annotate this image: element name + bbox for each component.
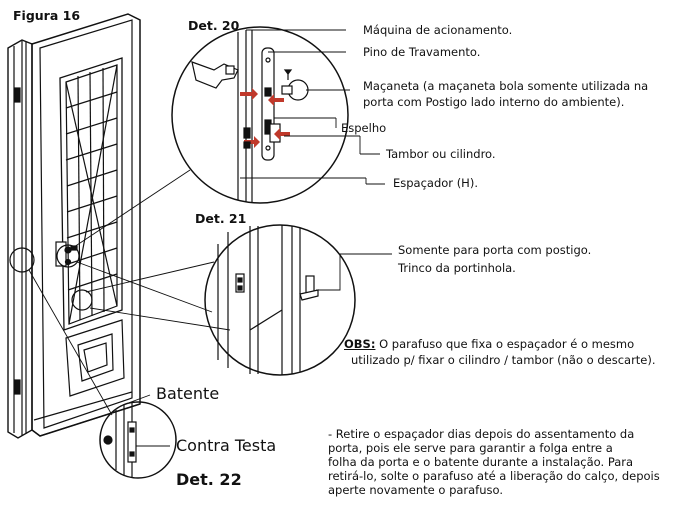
figure-title: Figura 16 xyxy=(13,8,81,23)
callout-circle-det20 xyxy=(56,244,80,268)
callout-postigo-line1: Somente para porta com postigo. xyxy=(398,243,592,257)
callout-tambor: Tambor ou cilindro. xyxy=(386,147,496,161)
obs-note-line1: OBS: O parafuso que fixa o espaçador é o… xyxy=(344,337,634,352)
callout-circle-det21 xyxy=(71,289,93,311)
note-line-3: folha da porta e o batente durante a ins… xyxy=(328,455,634,469)
callout-macaneta-line2: porta com Postigo lado interno do ambien… xyxy=(363,95,625,109)
callout-circle-frame xyxy=(9,247,35,273)
label-contra-testa: Contra Testa xyxy=(176,436,277,455)
label-batente: Batente xyxy=(156,384,220,403)
detail-20 xyxy=(171,26,349,204)
callout-postigo-line2: Trinco da portinhola. xyxy=(398,261,516,275)
detail-21-label: Det. 21 xyxy=(195,211,247,226)
obs-note-line2: utilizado p/ fixar o cilindro / tambor (… xyxy=(351,353,656,367)
note-line-2: porta, pois ele serve para garantir a fo… xyxy=(328,441,613,455)
callout-pino: Pino de Travamento. xyxy=(363,45,481,59)
door-leaf xyxy=(31,13,141,437)
callout-espacador: Espaçador (H). xyxy=(393,176,478,190)
detail-22 xyxy=(99,401,177,479)
obs-label: OBS: xyxy=(344,337,376,351)
door-frame xyxy=(7,39,33,439)
note-line-5: aperte novamente o parafuso. xyxy=(328,483,504,497)
callout-macaneta-line1: Maçaneta (a maçaneta bola somente utiliz… xyxy=(363,79,649,93)
detail-20-label: Det. 20 xyxy=(188,18,240,33)
callout-espelho: Espelho xyxy=(341,121,387,135)
installation-note: - Retire o espaçador dias depois do asse… xyxy=(328,427,687,497)
obs-text-1: O parafuso que fixa o espaçador é o mesm… xyxy=(375,337,635,351)
detail-22-label: Det. 22 xyxy=(176,470,242,489)
note-line-4: retirá-lo, solte o parafuso até a libera… xyxy=(328,469,660,483)
detail-21 xyxy=(204,224,356,376)
callout-maquina: Máquina de acionamento. xyxy=(363,23,513,37)
note-line-1: - Retire o espaçador dias depois do asse… xyxy=(328,427,635,441)
